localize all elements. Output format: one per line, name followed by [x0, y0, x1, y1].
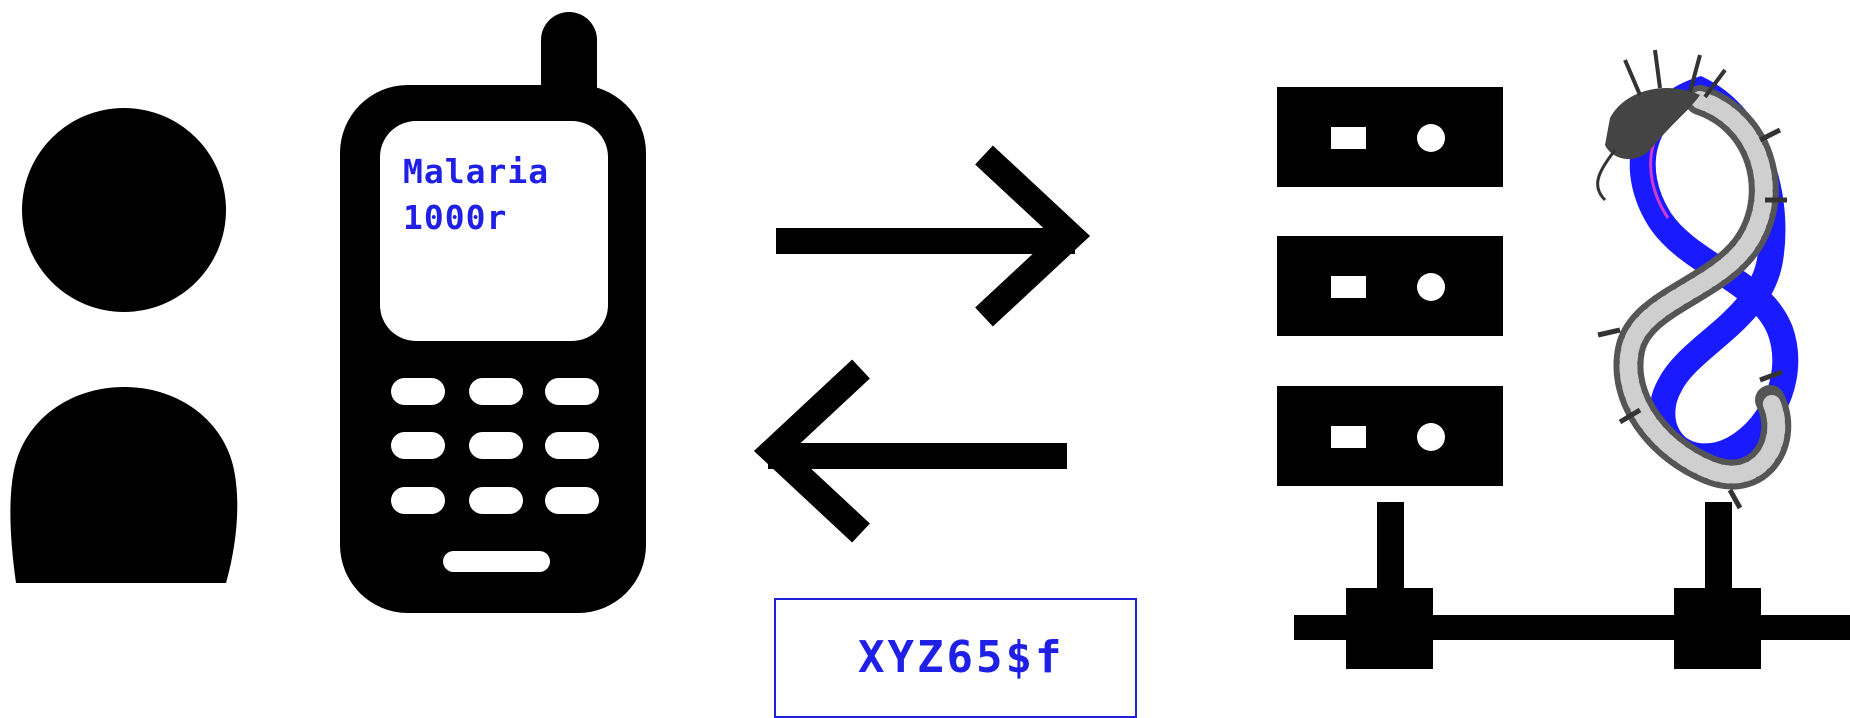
- phone-screen-text-line2: 1000r: [403, 198, 507, 237]
- server-rack-icon: [1277, 87, 1503, 486]
- arrow-left-icon: [768, 369, 1067, 533]
- network-bus-icon: [1294, 502, 1850, 669]
- encrypted-code-text: XYZ65$f: [858, 632, 1064, 683]
- user-icon: [10, 108, 237, 583]
- mobile-phone-icon: [340, 12, 646, 613]
- dragon-icon: [1598, 50, 1787, 508]
- phone-screen-text-line1: Malaria: [403, 152, 549, 191]
- arrow-right-icon: [776, 155, 1075, 317]
